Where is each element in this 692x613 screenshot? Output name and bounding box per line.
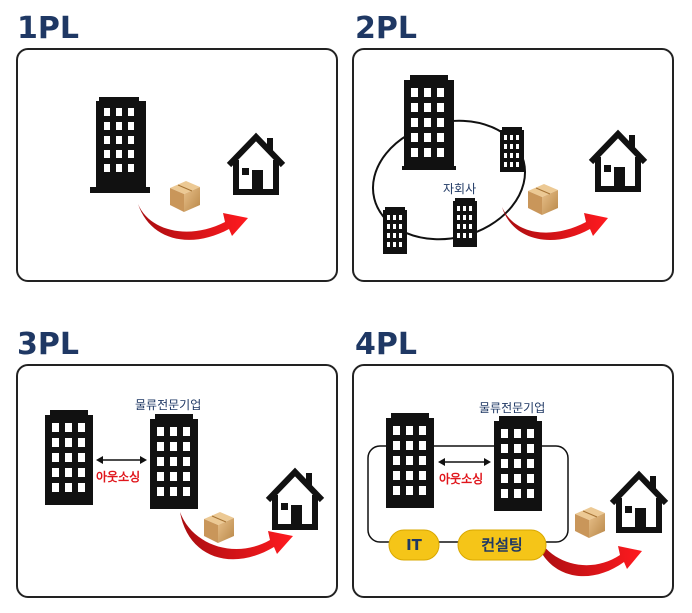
building-icon — [453, 198, 477, 247]
curved-arrow-icon — [180, 512, 293, 560]
pill-consulting: 컨설팅 — [457, 529, 547, 561]
parcel-box-icon — [575, 507, 605, 538]
heading-3pl: 3PL — [17, 327, 79, 362]
house-icon — [588, 129, 648, 192]
label-logistics-company: 물류전문기업 — [479, 401, 546, 415]
building-icon — [383, 207, 407, 254]
curved-arrow-icon — [138, 204, 248, 240]
building-icon — [402, 75, 456, 170]
pill-it-label: IT — [406, 536, 423, 554]
label-subsidiary: 자회사 — [443, 182, 477, 196]
building-icon — [500, 127, 524, 172]
building-icon — [45, 410, 93, 505]
pill-consulting-label: 컨설팅 — [481, 536, 522, 554]
building-icon — [386, 413, 434, 508]
double-arrow-icon — [438, 458, 491, 466]
label-outsourcing: 아웃소싱 — [96, 470, 141, 484]
building-icon — [90, 97, 150, 193]
curved-arrow-icon — [502, 207, 608, 241]
heading-4pl: 4PL — [355, 327, 417, 362]
parcel-box-icon — [204, 512, 234, 543]
building-icon — [150, 414, 198, 509]
double-arrow-icon — [96, 456, 147, 464]
label-outsourcing: 아웃소싱 — [439, 472, 484, 486]
house-icon — [609, 470, 669, 533]
panel-1pl — [16, 48, 338, 282]
curved-arrow-icon — [534, 530, 642, 577]
building-icon — [494, 416, 542, 511]
pill-it: IT — [388, 529, 440, 561]
parcel-box-icon — [528, 184, 558, 215]
parcel-box-icon — [170, 181, 200, 212]
heading-1pl: 1PL — [17, 11, 79, 46]
house-icon — [265, 467, 325, 530]
heading-2pl: 2PL — [355, 11, 417, 46]
label-logistics-company: 물류전문기업 — [135, 398, 202, 412]
house-icon — [226, 132, 286, 195]
